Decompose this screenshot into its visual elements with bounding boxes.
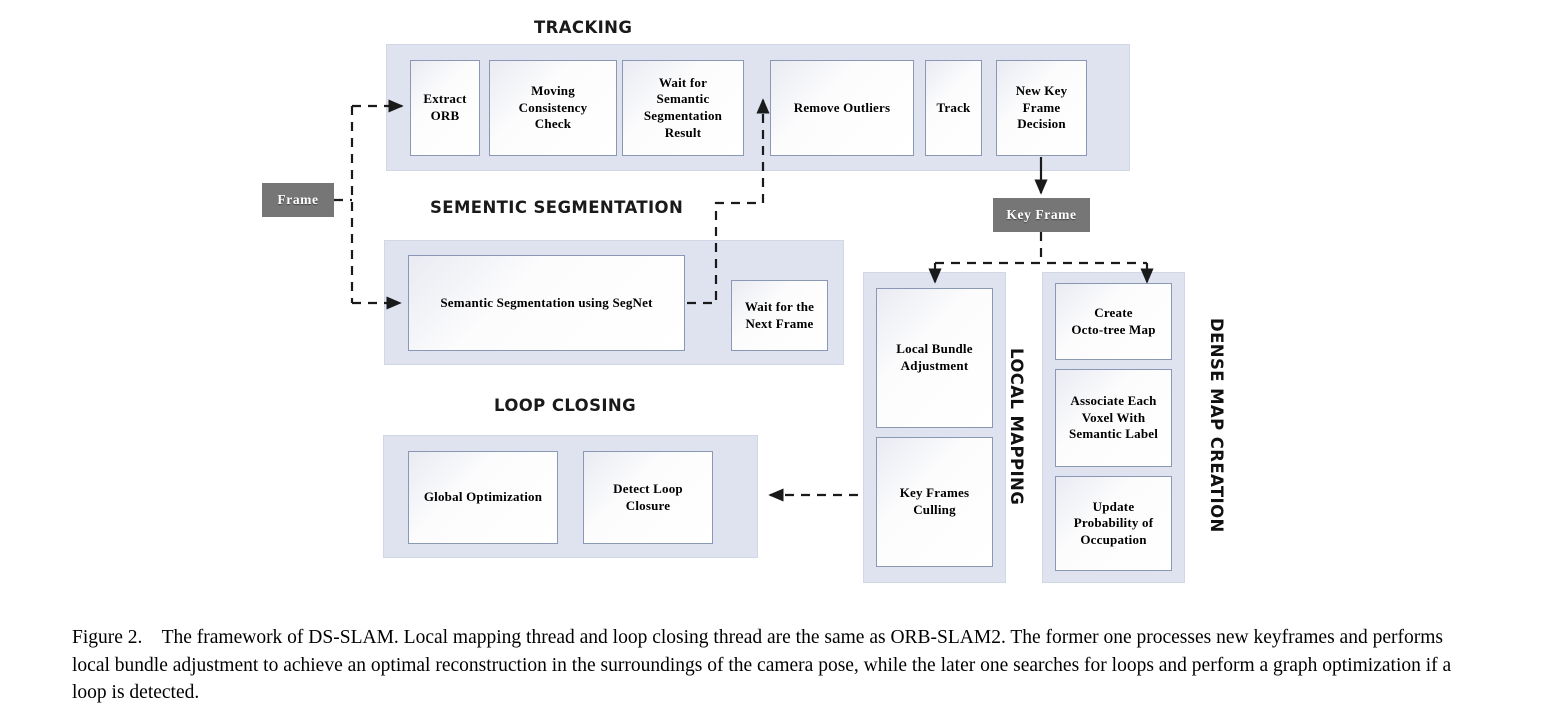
loop-box-global-optimization[interactable]: Global Optimization: [408, 451, 558, 544]
semantic-box-segnet[interactable]: Semantic Segmentation using SegNet: [408, 255, 685, 351]
tracking-box-track[interactable]: Track: [925, 60, 982, 156]
tracking-box-track-label: Track: [936, 99, 971, 115]
frame-token[interactable]: Frame: [262, 183, 334, 217]
tracking-box-remove-outliers-label: Remove Outliers: [793, 99, 891, 115]
tracking-title: TRACKING: [534, 18, 633, 37]
figure-caption-gap: [142, 627, 161, 648]
dense-map-creation-title: DENSE MAP CREATION: [1207, 318, 1226, 533]
loop-box-global-optimization-label: Global Optimization: [423, 489, 543, 505]
tracking-box-remove-outliers[interactable]: Remove Outliers: [770, 60, 914, 156]
connector-frame-to-bus: [334, 106, 354, 303]
figure-caption-label: Figure 2.: [72, 627, 143, 648]
figure-caption: Figure 2. The framework of DS-SLAM. Loca…: [72, 624, 1476, 707]
frame-token-label: Frame: [277, 192, 319, 207]
semantic-box-segnet-label: Semantic Segmentation using SegNet: [440, 294, 653, 310]
figure-caption-text: The framework of DS-SLAM. Local mapping …: [72, 627, 1452, 704]
semantic-segmentation-title: SEMENTIC SEGMENTATION: [430, 198, 684, 217]
loop-closing-title: LOOP CLOSING: [494, 396, 637, 415]
key-frame-token[interactable]: Key Frame: [993, 198, 1090, 232]
local-mapping-title: LOCAL MAPPING: [1007, 348, 1026, 506]
key-frame-token-label: Key Frame: [1006, 207, 1077, 222]
